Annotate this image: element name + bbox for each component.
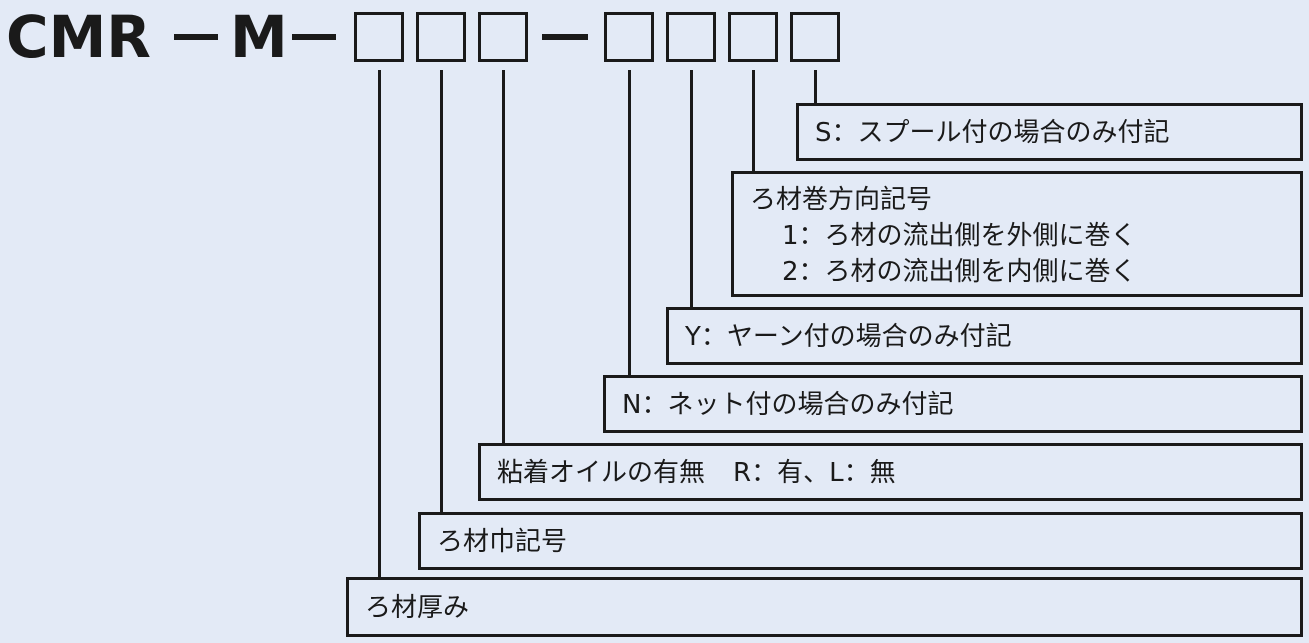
- code-slot-direction: [728, 12, 778, 62]
- label-width-text: ろ材巾記号: [437, 527, 568, 557]
- label-net-text: N：ネット付の場合のみ付記: [622, 390, 954, 420]
- label-spool-text: S：スプール付の場合のみ付記: [815, 118, 1170, 148]
- leader-line-net: [628, 70, 631, 378]
- leader-line-oil: [502, 70, 505, 447]
- code-slot-width: [416, 12, 466, 62]
- leader-line-yarn: [690, 70, 693, 310]
- leader-line-thickness: [378, 70, 381, 580]
- label-yarn: Y：ヤーン付の場合のみ付記: [666, 307, 1303, 365]
- separator-dash: [174, 34, 218, 40]
- leader-line-width: [440, 70, 443, 515]
- label-thickness-text: ろ材厚み: [365, 593, 470, 623]
- leader-line-direction: [752, 70, 755, 174]
- label-direction-1: 1：ろ材の流出側を外側に巻く: [782, 221, 1137, 251]
- label-thickness: ろ材厚み: [346, 577, 1303, 637]
- model-prefix: CMR: [6, 3, 151, 71]
- label-width: ろ材巾記号: [418, 512, 1303, 570]
- label-direction-2: 2：ろ材の流出側を内側に巻く: [782, 257, 1137, 287]
- code-slot-spool: [790, 12, 840, 62]
- label-spool: S：スプール付の場合のみ付記: [796, 103, 1303, 161]
- label-oil: 粘着オイルの有無 R：有、L：無: [478, 443, 1303, 501]
- separator-dash: [542, 34, 588, 40]
- code-slot-oil: [478, 12, 528, 62]
- label-direction-title: ろ材巻方向記号: [750, 185, 933, 215]
- code-slot-thickness: [354, 12, 404, 62]
- label-direction: ろ材巻方向記号 1：ろ材の流出側を外側に巻く 2：ろ材の流出側を内側に巻く: [731, 171, 1303, 297]
- label-yarn-text: Y：ヤーン付の場合のみ付記: [685, 322, 1012, 352]
- code-slot-net: [604, 12, 654, 62]
- model-middle: M: [230, 3, 288, 71]
- label-net: N：ネット付の場合のみ付記: [603, 375, 1303, 433]
- separator-dash: [292, 34, 336, 40]
- leader-line-spool: [814, 70, 817, 106]
- label-oil-title: 粘着オイルの有無: [497, 458, 706, 488]
- code-slot-yarn: [666, 12, 716, 62]
- label-oil-values: R：有、L：無: [733, 458, 896, 488]
